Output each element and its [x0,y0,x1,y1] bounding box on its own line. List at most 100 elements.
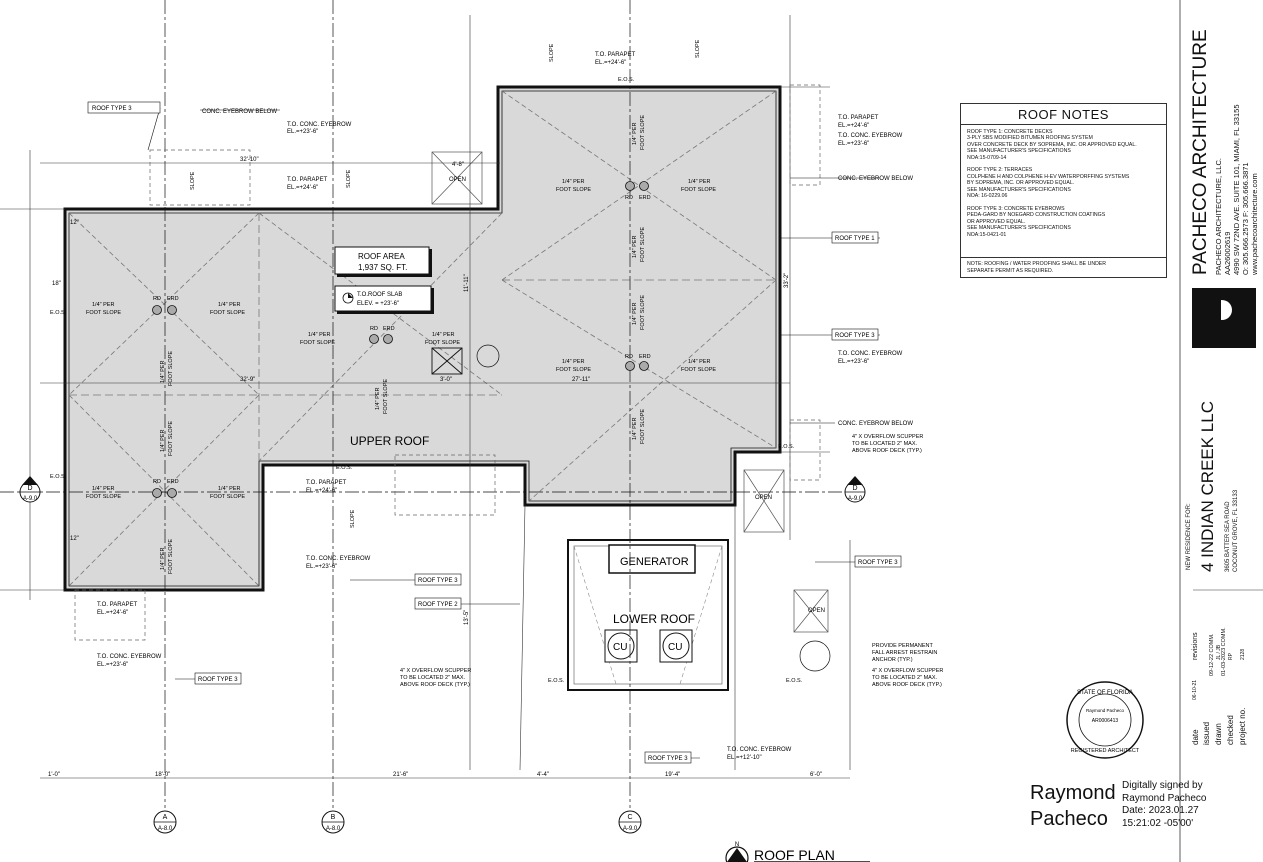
svg-text:EL.=+24'-6": EL.=+24'-6" [595,60,626,66]
seal-number: AR0006413 [1092,718,1119,724]
svg-text:RD: RD [153,479,161,485]
svg-text:T.O. CONC. EYEBROW: T.O. CONC. EYEBROW [838,351,903,357]
svg-text:1/4" PER: 1/4" PER [632,418,638,440]
svg-text:ERD: ERD [639,195,651,201]
svg-text:T.O. CONC. EYEBROW: T.O. CONC. EYEBROW [97,654,162,660]
seal-name: Raymond Pacheco [1086,708,1125,713]
section-marker-d-left [19,476,41,503]
svg-text:A-9.0: A-9.0 [623,826,638,832]
svg-text:T.O. CONC. EYEBROW: T.O. CONC. EYEBROW [306,556,371,562]
svg-text:RD: RD [153,296,161,302]
svg-text:ROOF AREA: ROOF AREA [358,252,405,261]
grid-bubble-b [321,810,345,834]
cu-label-2: CU [668,642,682,653]
svg-text:18'-0": 18'-0" [155,772,170,778]
seal-bottom-text: REGISTERED ARCHITECT [1071,748,1140,754]
svg-text:SLOPE: SLOPE [350,509,356,528]
svg-text:1/4" PER: 1/4" PER [632,303,638,325]
svg-text:ROOF TYPE 1: ROOF TYPE 1 [835,236,875,242]
field-issued: issued [1202,721,1211,745]
svg-text:A-9.0: A-9.0 [23,496,38,502]
svg-text:CONC. EYEBROW BELOW: CONC. EYEBROW BELOW [838,176,913,182]
roof-notes-title: ROOF NOTES [961,104,1166,125]
svg-text:A-8.0: A-8.0 [326,826,341,832]
open-label-2: OPEN [755,495,772,501]
grid-labels: AA-8.0 BA-8.0 CA-9.0 DA-9.0 DA-9.0 N [23,485,863,848]
svg-text:T.O. PARAPET: T.O. PARAPET [595,52,636,58]
svg-text:1/4" PER: 1/4" PER [632,123,638,145]
roof-notes-box: ROOF NOTES ROOF TYPE 1: CONCRETE DECKS 3… [960,103,1167,278]
svg-text:A-9.0: A-9.0 [848,496,863,502]
svg-text:T.O. PARAPET: T.O. PARAPET [287,177,328,183]
svg-text:ERD: ERD [167,479,179,485]
svg-text:E.O.S.: E.O.S. [618,77,635,83]
svg-text:E.O.S.: E.O.S. [548,678,565,684]
svg-text:EL.=+24'-6": EL.=+24'-6" [306,488,337,494]
svg-text:21'-6": 21'-6" [393,772,408,778]
svg-text:FOOT SLOPE: FOOT SLOPE [210,310,245,316]
roof-hatch [431,347,463,375]
firm-details: PACHECO ARCHITECTURE, LLC. AA26002619 49… [1214,104,1259,276]
svg-text:FOOT SLOPE: FOOT SLOPE [681,187,716,193]
cu-label-1: CU [613,642,627,653]
svg-text:EL.=+23'-6": EL.=+23'-6" [838,141,869,147]
svg-text:SLOPE: SLOPE [549,43,555,62]
dimension-text: 32'-10" 32'-9" 27'-11" 18'-0" 21'-6" 4'-… [48,157,822,778]
svg-text:1/4" PER: 1/4" PER [375,388,381,410]
svg-text:1/4" PER: 1/4" PER [432,332,454,338]
svg-text:EL.=+24'-6": EL.=+24'-6" [287,185,318,191]
svg-text:ERD: ERD [383,326,395,332]
svg-text:FOOT SLOPE: FOOT SLOPE [86,494,121,500]
svg-text:T.O. CONC. EYEBROW: T.O. CONC. EYEBROW [727,747,792,753]
svg-text:FOOT SLOPE: FOOT SLOPE [556,367,591,373]
svg-text:EL.=+23'-6": EL.=+23'-6" [287,129,318,135]
roof-drain-group-2: RD ERD [152,479,179,498]
svg-text:E.O.S.: E.O.S. [786,678,803,684]
svg-text:1/4" PER: 1/4" PER [688,359,710,365]
roof-notes-body: ROOF TYPE 1: CONCRETE DECKS 3-PLY SBS MO… [967,129,1137,238]
svg-text:EL.=+23'-6": EL.=+23'-6" [838,359,869,365]
dimension-lines [0,15,851,779]
svg-text:12": 12" [70,536,79,542]
svg-text:T.O. CONC. EYEBROW: T.O. CONC. EYEBROW [287,122,352,128]
upper-roof-label: UPPER ROOF [350,434,429,448]
field-project-no-value: 2128 [1240,648,1246,660]
svg-text:FOOT SLOPE: FOOT SLOPE [425,340,460,346]
svg-text:1/4" PER: 1/4" PER [218,302,240,308]
open-label-1: OPEN [449,177,466,183]
svg-text:FOOT SLOPE: FOOT SLOPE [168,421,174,456]
svg-text:1/4" PER: 1/4" PER [218,486,240,492]
svg-text:T.O. CONC. EYEBROW: T.O. CONC. EYEBROW [838,133,903,139]
section-marker-d-right [844,476,866,503]
svg-text:A: A [163,814,168,821]
svg-text:FOOT SLOPE: FOOT SLOPE [640,409,646,444]
svg-text:ROOF TYPE 3: ROOF TYPE 3 [858,560,898,566]
svg-text:FOOT SLOPE: FOOT SLOPE [86,310,121,316]
svg-text:ROOF TYPE 2: ROOF TYPE 2 [418,602,458,608]
cu-unit-1 [604,629,638,663]
svg-text:E.O.S.: E.O.S. [336,465,353,471]
grid-bubble-a [153,810,177,834]
svg-text:ROOF TYPE 3: ROOF TYPE 3 [418,578,458,584]
svg-text:ROOF TYPE 3: ROOF TYPE 3 [92,106,132,112]
sheet-title: ROOF PLAN [754,847,835,862]
svg-text:FOOT SLOPE: FOOT SLOPE [168,539,174,574]
grid-bubble-c [618,810,642,834]
lower-roof-label: LOWER ROOF [613,612,695,626]
open-shaft-right [743,469,785,533]
architect-seal [1066,681,1144,759]
svg-text:ROOF TYPE 3: ROOF TYPE 3 [835,333,875,339]
svg-text:1/4" PER: 1/4" PER [562,359,584,365]
project-name: 4 INDIAN CREEK LLC [1198,401,1217,572]
svg-text:EL.=+24'-6": EL.=+24'-6" [97,610,128,616]
project-address: 3605 BATTER SEA ROAD COCONUT GROVE, FL 3… [1225,489,1239,572]
svg-text:T.O. PARAPET: T.O. PARAPET [306,480,347,486]
open-label-3: OPEN [808,608,825,614]
svg-text:ELEV. = +23'-6": ELEV. = +23'-6" [357,301,399,307]
svg-text:32'-10": 32'-10" [240,157,259,163]
fall-arrest-anchor-lower [799,640,831,672]
